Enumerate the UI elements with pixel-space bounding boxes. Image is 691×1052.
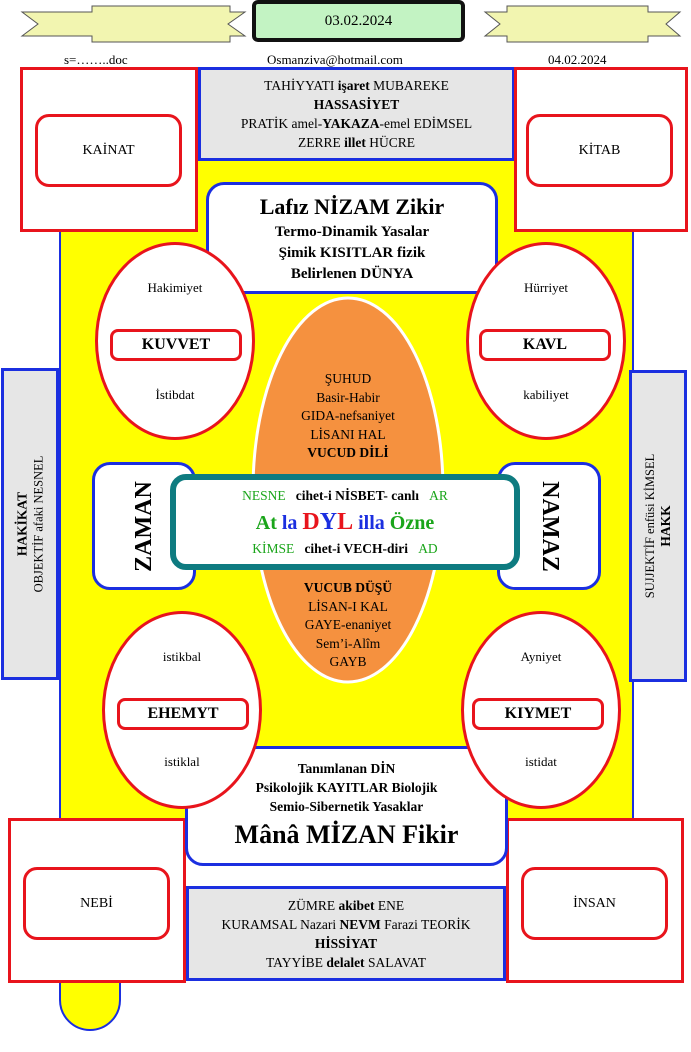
doc-name: s=……..doc	[64, 52, 128, 67]
sujjektif-label: SUJJEKTİF enfüsi KİMSEL	[643, 453, 658, 599]
kuvvet-label: KUVVET	[110, 329, 242, 361]
ellipse-top-left-top: Hakimiyet	[147, 280, 203, 295]
left-side-panel: HAKİKAT OBJEKTİF afaki NESNEL	[1, 368, 59, 680]
nizam-title: Lafız NİZAM Zikir	[259, 193, 445, 219]
bottom-gray-panel: ZÜMRE akibet ENE KURAMSAL Nazari NEVM Fa…	[186, 886, 506, 981]
kiymet-label: KIYMET	[472, 698, 604, 730]
bottom-center-line1: Tanımlanan DİN	[297, 760, 396, 776]
orange-top-line2: Basir-Habir	[316, 389, 380, 405]
orange-top-line1: ŞUHUD	[324, 371, 372, 386]
ellipse-top-left-bottom: İstibdat	[155, 387, 195, 402]
hakk-label: HAKK	[658, 505, 674, 547]
kavl-label: KAVL	[479, 329, 611, 361]
ellipse-top-right-top: Hürriyet	[523, 280, 569, 295]
top-center-box: Lafız NİZAM Zikir Termo-Dinamik Yasalar …	[206, 182, 498, 294]
namaz-label: NAMAZ	[536, 480, 563, 572]
bottom-center-line2: Psikolojik KAYITLAR Biolojik	[255, 779, 438, 795]
left-banner	[20, 5, 247, 43]
insan-box: İNSAN	[521, 867, 668, 940]
ellipse-bottom-right-top: Ayniyet	[520, 649, 562, 664]
top-panel-line4: ZERRE illet HÜCRE	[297, 135, 415, 150]
kainat-box: KAİNAT	[35, 114, 182, 187]
corner-bottom-left: NEBİ	[8, 818, 186, 983]
hakikat-label: HAKİKAT	[14, 491, 30, 557]
ellipse-bottom-left: istikbal EHEMYT istiklal	[102, 611, 262, 809]
orange-top-line5: VUCUD DİLİ	[307, 445, 389, 460]
mizan-title: Mânâ MİZAN Fikir	[234, 819, 459, 849]
date-box: 03.02.2024	[252, 0, 465, 42]
nebi-box: NEBİ	[23, 867, 170, 940]
bottom-panel-line1: ZÜMRE akibet ENE	[287, 897, 405, 913]
top-center-line3: Şimik KISITLAR fizik	[278, 244, 426, 261]
ellipse-bottom-left-top: istikbal	[162, 649, 202, 664]
bottom-panel-line3: HİSSİYAT	[314, 935, 378, 951]
ellipse-top-left: Hakimiyet KUVVET İstibdat	[95, 242, 255, 440]
top-gray-panel: TAHİYYATI işaret MUBAREKE HASSASİYET PRA…	[198, 67, 515, 161]
orange-top-line4: LİSANI HAL	[310, 426, 386, 442]
orange-bottom-text: VUCUB DÜŞÜ LİSAN-I KAL GAYE-enaniyet Sem…	[253, 579, 443, 672]
zaman-label: ZAMAN	[130, 480, 157, 572]
orange-bottom-line3: GAYE-enaniyet	[304, 617, 392, 632]
center-row3: KİMSE cihet-i VECH-diri AD	[252, 540, 438, 556]
bottom-center-line3: Semio-Sibernetik Yasaklar	[269, 798, 424, 814]
top-center-line4: Belirlenen DÜNYA	[290, 265, 414, 282]
center-row2: At la DYL illa Özne	[255, 508, 435, 535]
orange-bottom-line5: GAYB	[329, 654, 367, 669]
top-center-line2: Termo-Dinamik Yasalar	[274, 223, 430, 240]
ellipse-top-right-bottom: kabiliyet	[523, 387, 569, 402]
orange-top-line3: GIDA-nefsaniyet	[301, 408, 395, 423]
orange-bottom-line4: Sem’i-Alîm	[315, 635, 381, 651]
ellipse-top-right: Hürriyet KAVL kabiliyet	[466, 242, 626, 440]
right-side-panel: SUJJEKTİF enfüsi KİMSEL HAKK	[629, 370, 687, 682]
corner-bottom-right: İNSAN	[506, 818, 684, 983]
corner-top-left: KAİNAT	[20, 67, 198, 232]
ellipse-bottom-left-bottom: istiklal	[164, 754, 200, 769]
orange-top-text: ŞUHUD Basir-Habir GIDA-nefsaniyet LİSANI…	[253, 370, 443, 463]
bottom-panel-line2: KURAMSAL Nazari NEVM Farazi TEORİK	[221, 916, 471, 932]
email-text: Osmanziva@hotmail.com	[267, 52, 403, 67]
objektif-label: OBJEKTİF afaki NESNEL	[31, 455, 46, 593]
kitab-box: KİTAB	[526, 114, 673, 187]
date-center: 03.02.2024	[324, 12, 393, 29]
ehemyt-label: EHEMYT	[117, 698, 249, 730]
top-panel-line3: PRATİK amel-YAKAZA-emel EDİMSEL	[240, 116, 473, 131]
bottom-panel-line4: TAYYİBE delalet SALAVAT	[266, 954, 426, 970]
center-row1: NESNE cihet-i NİSBET- canlı AR	[242, 487, 448, 503]
right-banner	[483, 5, 682, 43]
orange-bottom-line1: VUCUB DÜŞÜ	[303, 580, 393, 595]
top-panel-line2: HASSASİYET	[313, 97, 400, 112]
corner-top-right: KİTAB	[514, 67, 688, 232]
orange-bottom-line2: LİSAN-I KAL	[308, 598, 388, 614]
top-panel-line1: TAHİYYATI işaret MUBAREKE	[264, 78, 449, 93]
center-teal-box: NESNE cihet-i NİSBET- canlı AR At la DYL…	[170, 474, 520, 570]
date-right: 04.02.2024	[548, 52, 607, 67]
ellipse-bottom-right: Ayniyet KIYMET istidat	[461, 611, 621, 809]
ellipse-bottom-right-bottom: istidat	[525, 754, 557, 769]
